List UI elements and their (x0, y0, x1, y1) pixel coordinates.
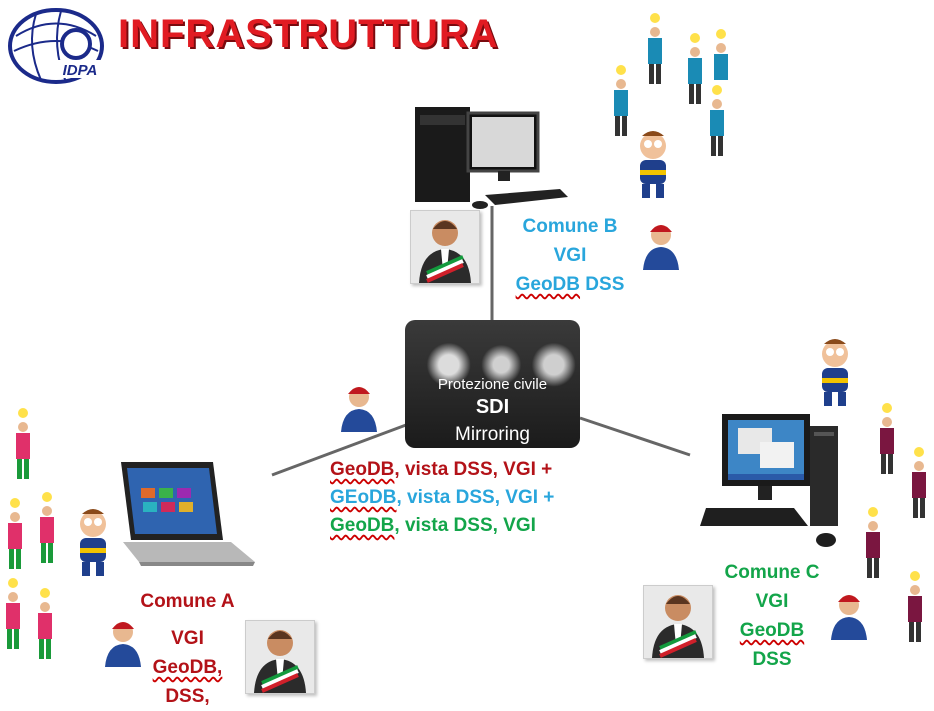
desktop-computer-icon (410, 105, 570, 215)
mascot-icon (812, 336, 858, 415)
comune-c-name: Comune C (724, 562, 820, 583)
middle-line-1: GeoDB, vista DSS, VGI + (330, 459, 553, 480)
citizen-group-right (866, 403, 926, 642)
comune-b-geodb: GeoDB DSS (515, 274, 625, 295)
desktop-computer-icon (698, 412, 848, 562)
mayor-avatar-icon (410, 210, 480, 284)
mascot-icon (70, 506, 116, 585)
middle-text: GeoDB, vista DSS, VGI + GEoDB, vista DSS… (330, 456, 554, 540)
comune-c-label: Comune C VGI GeoDB DSS (704, 558, 840, 674)
citizen-icon (710, 85, 724, 156)
citizen-icon (912, 447, 926, 518)
laptop-icon (113, 458, 258, 573)
hub-protezione-civile: Protezione civile SDI Mirroring (405, 320, 580, 448)
comune-c-geodb: GeoDB (739, 620, 805, 641)
citizen-icon (688, 33, 702, 104)
citizen-icon (714, 29, 728, 80)
user-avatar-icon (102, 615, 144, 672)
comune-c-dss: DSS (752, 649, 792, 670)
citizen-icon (648, 13, 662, 84)
hub-line2: SDI (475, 396, 510, 418)
line-comune-a (271, 423, 407, 477)
comune-b-name: Comune B (522, 216, 618, 237)
mayor-avatar-icon (245, 620, 315, 694)
hub-line1: Protezione civile (437, 376, 548, 393)
mascot-icon (630, 128, 676, 207)
svg-text:IDPA: IDPA (63, 62, 98, 79)
comune-a-label: Comune A VGI GeoDB, DSS, (120, 587, 255, 711)
user-avatar-icon (640, 218, 682, 275)
citizen-icon (8, 498, 22, 569)
citizen-icon (614, 65, 628, 136)
middle-line-2: GEoDB, vista DSS, VGI + (330, 487, 555, 508)
comune-b-vgi: VGI (553, 245, 587, 266)
comune-a-geodb: GeoDB, (152, 657, 223, 678)
comune-a-name: Comune A (140, 591, 235, 612)
citizen-icon (880, 403, 894, 474)
mayor-avatar-icon (643, 585, 713, 659)
comune-c-vgi: VGI (755, 591, 789, 612)
citizen-icon (6, 578, 20, 649)
user-avatar-icon (828, 588, 870, 645)
hub-line3: Mirroring (455, 424, 530, 445)
user-avatar-icon (338, 380, 380, 437)
line-comune-c (579, 416, 691, 457)
citizen-group-left (6, 408, 54, 659)
citizen-icon (38, 588, 52, 659)
citizen-icon (866, 507, 880, 578)
comune-a-dss: DSS, (165, 686, 210, 707)
comune-a-vgi: VGI (171, 628, 204, 649)
citizen-icon (908, 571, 922, 642)
logo-icon: IDPA (6, 6, 106, 86)
comune-b-label: Comune B VGI GeoDB DSS (496, 212, 644, 299)
page-title: INFRASTRUTTURA (118, 12, 499, 56)
citizen-icon (16, 408, 30, 479)
citizen-icon (40, 492, 54, 563)
citizen-group-top (614, 13, 728, 156)
middle-line-3: GeoDB, vista DSS, VGI (330, 515, 536, 536)
